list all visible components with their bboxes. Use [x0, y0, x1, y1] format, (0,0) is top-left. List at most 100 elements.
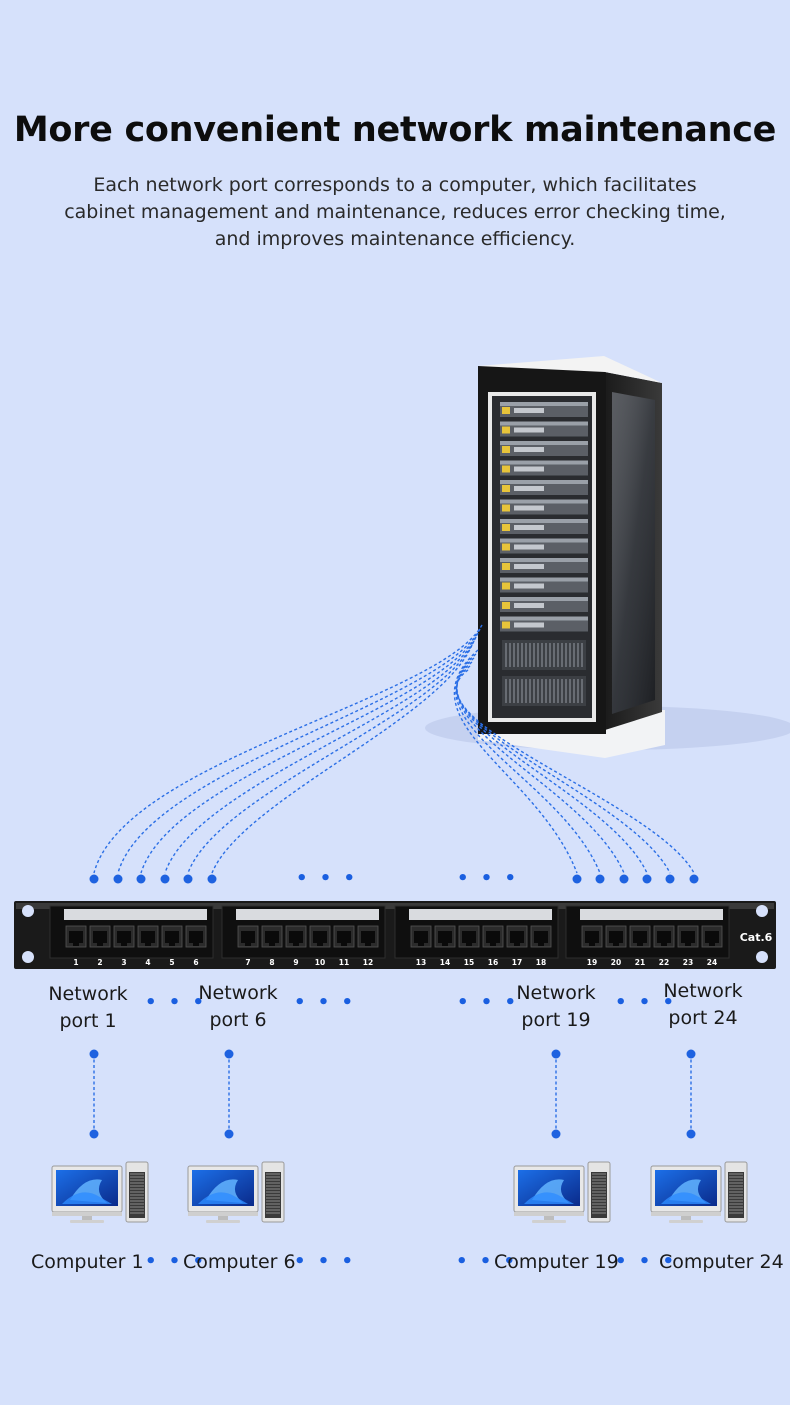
computer-label-19: Computer 19	[494, 1251, 619, 1273]
rj45-port-icon	[137, 925, 159, 948]
rj45-port-icon	[89, 925, 111, 948]
link-node	[551, 1049, 561, 1059]
cable-node	[665, 874, 675, 884]
rj45-port-icon	[65, 925, 87, 948]
rj45-port-icon	[309, 925, 331, 948]
port-number: 10	[315, 958, 325, 967]
ellipsis-computer-6: • • •	[294, 1251, 357, 1272]
port-number: 24	[707, 958, 717, 967]
computer-label-6: Computer 6	[183, 1251, 296, 1273]
port-number: 18	[536, 958, 546, 967]
port-label-6: Network port 6	[198, 982, 278, 1031]
cable-left	[164, 636, 477, 874]
computer-label-24: Computer 24	[659, 1251, 784, 1273]
computer-label-1: Computer 1	[31, 1251, 144, 1273]
port-label-24: Network port 24	[663, 980, 743, 1029]
link-node	[89, 1129, 99, 1139]
rj45-port-icon	[482, 925, 504, 948]
rj45-port-icon	[161, 925, 183, 948]
label-strip	[409, 909, 552, 920]
port-number: 14	[440, 958, 450, 967]
mount-hole-icon	[756, 951, 768, 963]
ellipsis-port-19: • • •	[457, 992, 520, 1013]
server-unit	[500, 480, 588, 495]
rj45-port-icon	[530, 925, 552, 948]
link-node	[551, 1129, 561, 1139]
cable-right	[455, 653, 601, 874]
subtitle-line-2: cabinet management and maintenance, redu…	[64, 201, 726, 223]
cable-node	[207, 874, 217, 884]
rj45-port-icon	[701, 925, 723, 948]
server-unit	[500, 577, 588, 593]
port-number: 3	[121, 958, 126, 967]
cable-node	[160, 874, 170, 884]
cable-node	[595, 874, 605, 884]
label-strip	[580, 909, 723, 920]
port-number: 20	[611, 958, 621, 967]
port-number: 5	[169, 958, 174, 967]
ellipsis-top-right: • • •	[457, 868, 520, 889]
cable-left	[117, 628, 481, 874]
computer-icon	[187, 1161, 285, 1223]
rj45-port-icon	[410, 925, 432, 948]
rj45-port-icon	[506, 925, 528, 948]
rj45-port-icon	[629, 925, 651, 948]
rj45-port-icon	[653, 925, 675, 948]
server-unit	[500, 558, 588, 573]
port-number: 19	[587, 958, 597, 967]
cable-left	[140, 632, 479, 874]
cable-left	[93, 624, 483, 874]
mount-hole-icon	[22, 905, 34, 917]
cable-left	[211, 644, 473, 874]
link-node	[89, 1049, 99, 1059]
server-rack-icon	[425, 356, 790, 758]
page-title: More convenient network maintenance	[13, 110, 777, 150]
cable-node	[113, 874, 123, 884]
port-number: 8	[269, 958, 274, 967]
rj45-port-icon	[113, 925, 135, 948]
port-number: 6	[193, 958, 198, 967]
cable-node	[689, 874, 699, 884]
server-unit	[500, 616, 588, 632]
rj45-port-icon	[357, 925, 379, 948]
port-number: 4	[145, 958, 150, 967]
mount-hole-icon	[756, 905, 768, 917]
cable-right	[456, 669, 695, 874]
port-number: 16	[488, 958, 498, 967]
server-unit	[500, 460, 588, 476]
cable-left	[187, 640, 475, 874]
rj45-port-icon	[581, 925, 603, 948]
port-number: 23	[683, 958, 693, 967]
cable-node	[642, 874, 652, 884]
rj45-port-icon	[458, 925, 480, 948]
port-number: 11	[339, 958, 349, 967]
server-unit	[500, 499, 588, 515]
port-number: 1	[73, 958, 78, 967]
computer-icon	[51, 1161, 149, 1223]
ellipsis-port-24-left: • • •	[615, 992, 678, 1013]
rj45-port-icon	[677, 925, 699, 948]
port-number: 21	[635, 958, 645, 967]
label-strip	[236, 909, 379, 920]
server-unit	[500, 519, 588, 534]
link-node	[224, 1129, 234, 1139]
cable-node	[89, 874, 99, 884]
rj45-port-icon	[434, 925, 456, 948]
server-unit	[500, 597, 588, 612]
server-unit	[500, 538, 588, 554]
rj45-port-icon	[261, 925, 283, 948]
port-number: 17	[512, 958, 522, 967]
rj45-port-icon	[237, 925, 259, 948]
ellipsis-computer-19: • • •	[456, 1251, 519, 1272]
subtitle-line-1: Each network port corresponds to a compu…	[93, 174, 697, 196]
cable-bundle	[93, 624, 695, 874]
ellipsis-top-left: • • •	[296, 868, 359, 889]
rj45-port-icon	[333, 925, 355, 948]
cable-node	[136, 874, 146, 884]
server-unit	[500, 441, 588, 456]
server-unit	[500, 402, 588, 417]
server-unit	[500, 421, 588, 437]
rj45-port-icon	[605, 925, 627, 948]
